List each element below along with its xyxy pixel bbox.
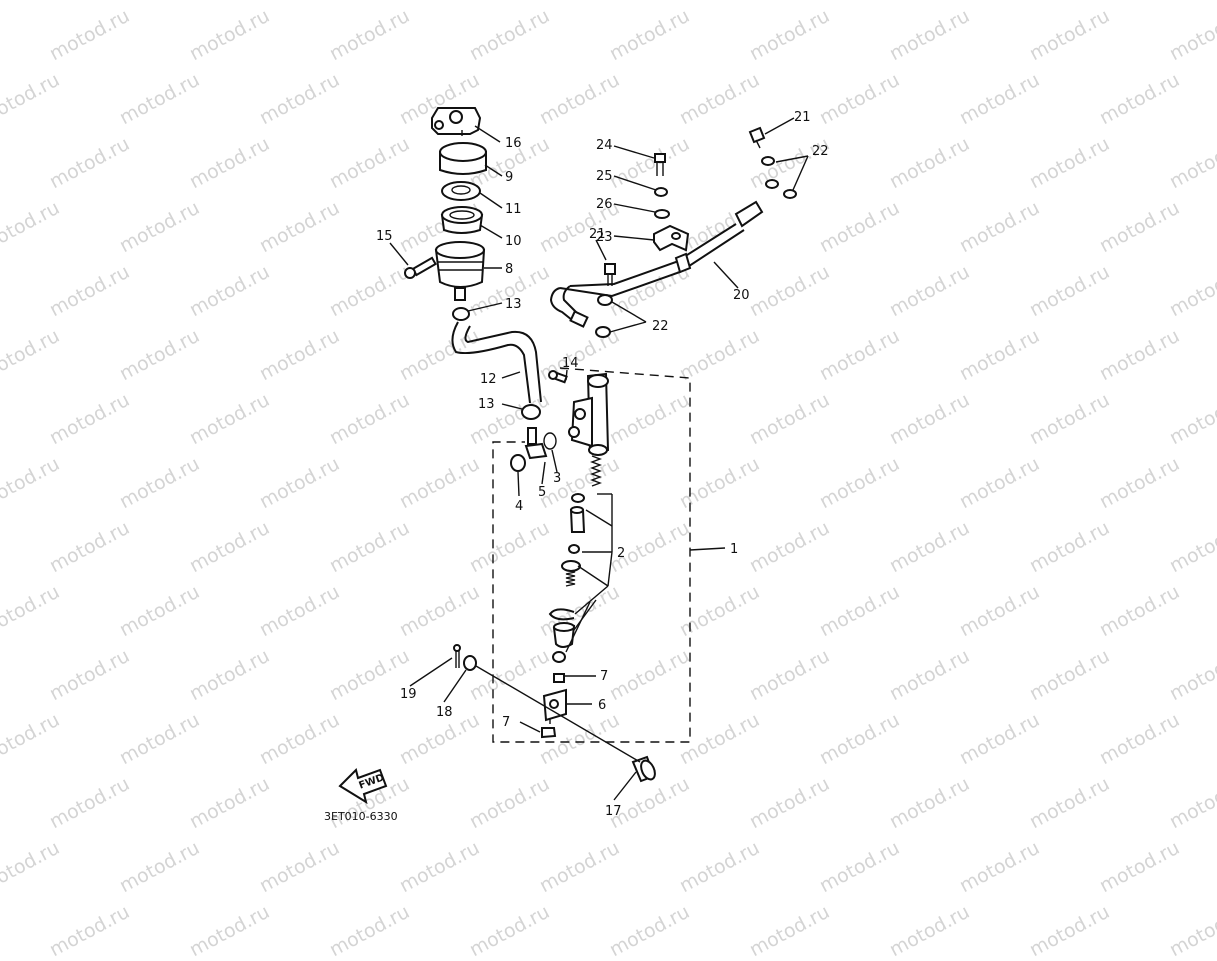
part-label: 1 [730,542,738,557]
part-label: 12 [480,372,497,387]
diagram-canvas: 1 2 3 4 5 6 7 7 8 9 10 11 12 13 13 14 15… [324,107,829,823]
pin-17 [631,755,656,783]
union-bolt-21a [604,263,616,286]
piston-cup [571,493,585,503]
part-label: 13 [478,397,495,412]
drawing-code: 3ET010-6330 [324,810,398,823]
union-bolt-21b [748,126,766,149]
circlip-4 [510,454,526,472]
bolt-14 [548,370,568,384]
hose-clamp-13a [452,307,470,321]
washer-25 [654,187,668,197]
part-label: 6 [598,698,606,713]
dust-boot [552,622,576,648]
part-label: 20 [733,288,750,303]
bolt-24 [654,153,666,176]
part-label: 15 [376,229,393,244]
part-label: 10 [505,234,522,249]
clevis-6 [542,688,567,724]
plate-11 [441,181,481,201]
part-number-labels: 1 2 3 4 5 6 7 7 8 9 10 11 12 13 13 14 15… [376,110,829,819]
push-rod [561,560,581,587]
diaphragm-10 [440,206,484,234]
hose-joint-5 [524,427,548,460]
pin-alignment-line [475,665,641,763]
part-label: 23 [596,230,613,245]
part-label: 22 [652,319,669,334]
washer-26 [654,209,670,219]
spring [590,455,602,487]
part-label: 25 [596,169,613,184]
part-label: 7 [502,715,510,730]
screw-15 [404,256,437,279]
assembly-box [492,367,691,743]
hose-clamp-13b [521,404,541,420]
part-label: 4 [515,499,523,514]
cotter-pin-19 [453,644,461,668]
oring-3 [543,432,557,450]
reservoir-body-8 [434,241,486,301]
part-label: 19 [400,687,417,702]
part-label: 5 [538,485,546,500]
brake-hose-20 [549,179,779,328]
master-cylinder-body [568,372,610,456]
part-label: 13 [505,297,522,312]
part-label: 14 [562,356,579,371]
part-label: 26 [596,197,613,212]
part-label: 11 [505,202,522,217]
nut-7a [552,651,566,683]
part-label: 18 [436,705,453,720]
gaskets-22 [595,156,797,338]
part-label: 3 [553,471,561,486]
circlip [548,608,575,621]
part-label: 2 [617,546,625,561]
washer-piston [568,544,580,554]
reservoir-hose-12 [451,321,542,404]
part-label: 17 [605,804,622,819]
part-label: 21 [794,110,811,125]
washer-18 [463,655,477,671]
part-label: 21 [589,227,606,242]
reservoir-cap-16 [431,107,482,136]
forward-arrow-icon: FWD [338,768,388,805]
part-label: 7 [600,669,608,684]
piston [569,506,586,533]
part-label: 22 [812,144,829,159]
nut-7b [541,727,557,739]
part-label: 24 [596,138,613,153]
reservoir-diaphragm-plate-9 [439,142,487,175]
leader-lines [389,117,809,801]
part-label: 9 [505,170,513,185]
hose-holder-23 [653,224,690,252]
part-label: 8 [505,262,513,277]
part-label: 16 [505,136,522,151]
